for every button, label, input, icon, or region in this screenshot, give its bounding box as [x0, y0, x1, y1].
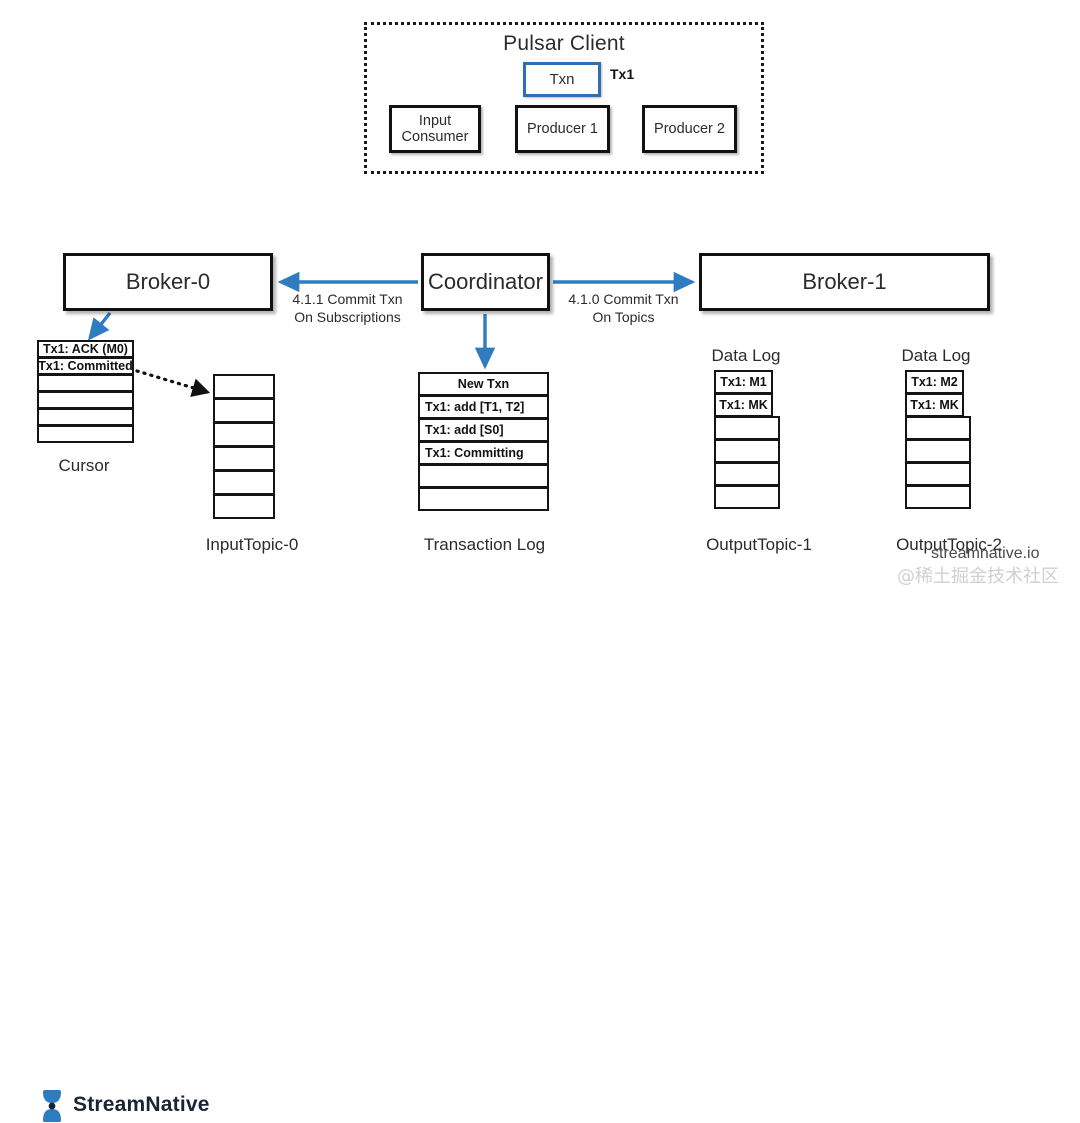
stack-row-empty [213, 470, 275, 495]
stack-row-empty [213, 398, 275, 423]
stack-row-entry: Tx1: M1 [714, 370, 773, 394]
caption-output-topic-1: OutputTopic-1 [706, 535, 812, 554]
node-broker-1[interactable]: Broker-1 [699, 253, 990, 311]
connector-layer [87, 271, 696, 397]
node-broker-0[interactable]: Broker-0 [63, 253, 273, 311]
stack-cursor: Tx1: ACK (M0)Tx1: Committed [37, 340, 134, 443]
stack-row-empty [213, 374, 275, 399]
caption-output-topic-2: OutputTopic-2 [896, 535, 1002, 554]
stack-row-empty [905, 439, 971, 463]
stack-row-entry: Tx1: ACK (M0) [37, 340, 134, 358]
stack-row-empty [213, 494, 275, 519]
stack-row-empty [714, 462, 780, 486]
stack-row-entry: Tx1: Committing [418, 441, 549, 465]
stack-row-entry: Tx1: MK [905, 393, 964, 417]
stack-row-empty [714, 485, 780, 509]
txn-box[interactable]: Txn [523, 62, 601, 97]
stack-input-topic [213, 374, 275, 519]
heading-data-log-1: Data Log [711, 346, 781, 365]
caption-cursor: Cursor [58, 456, 110, 475]
caption-input-topic: InputTopic-0 [205, 535, 299, 554]
stack-row-empty [905, 416, 971, 440]
streamnative-logo: StreamNative [18, 543, 209, 1122]
stack-row-entry: Tx1: add [S0] [418, 418, 549, 442]
stack-row-entry: Tx1: Committed [37, 357, 134, 375]
stack-row-entry: Tx1: MK [714, 393, 773, 417]
stack-row-empty [37, 425, 134, 443]
heading-data-log-2: Data Log [901, 346, 971, 365]
caption-transaction-log: Transaction Log [423, 535, 546, 554]
stack-row-empty [714, 416, 780, 440]
node-coordinator[interactable]: Coordinator [421, 253, 550, 311]
node-producer-2[interactable]: Producer 2 [642, 105, 737, 153]
watermark: @稀土掘金技术社区 [897, 566, 1059, 587]
streamnative-mark [43, 1090, 61, 1122]
stack-row-empty [37, 408, 134, 426]
streamnative-wordmark: StreamNative [73, 1093, 210, 1116]
pulsar-client-title: Pulsar Client [503, 32, 625, 55]
stack-row-empty [714, 439, 780, 463]
stack-row-empty [213, 422, 275, 447]
arrow-cursor-to-inputtopic [135, 369, 211, 397]
pulsar-summit-logo: PULSAR SUMMIT [896, 14, 1062, 76]
node-producer-1[interactable]: Producer 1 [515, 105, 610, 153]
stack-row-empty [418, 487, 549, 511]
stack-row-empty [37, 391, 134, 409]
stack-row-empty [37, 374, 134, 392]
stack-row-empty [418, 464, 549, 488]
stack-row-empty [213, 446, 275, 471]
stack-row-entry: New Txn [418, 372, 549, 396]
stack-row-empty [905, 485, 971, 509]
stack-row-entry: Tx1: M2 [905, 370, 964, 394]
arrow-broker0-to-cursor [87, 311, 112, 341]
tx1-label: Tx1 [610, 66, 635, 82]
streamnative-url: streamnative.io [931, 545, 1040, 562]
stack-row-entry: Tx1: add [T1, T2] [418, 395, 549, 419]
stack-row-empty [905, 462, 971, 486]
